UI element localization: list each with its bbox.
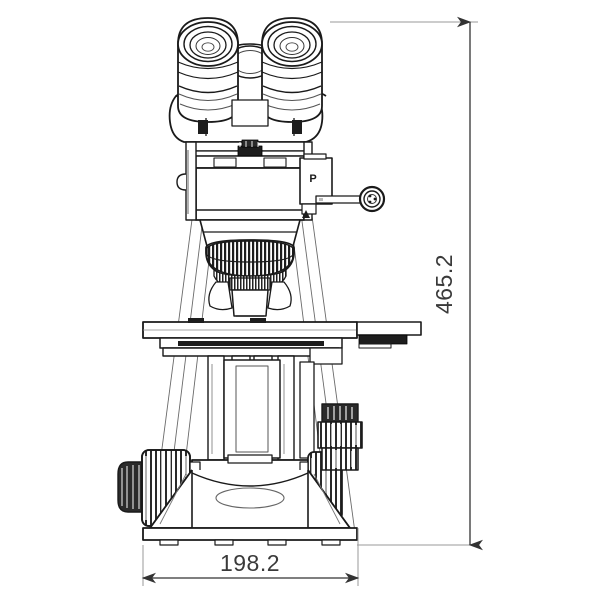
width-dimension: 198.2 bbox=[141, 550, 360, 584]
nosepiece bbox=[205, 239, 295, 317]
base bbox=[142, 469, 358, 546]
left-eyepiece bbox=[177, 17, 239, 123]
condenser-assembly bbox=[207, 355, 315, 461]
port-label: P bbox=[309, 173, 316, 185]
objective-lens bbox=[231, 289, 269, 317]
stage-x-y-knobs bbox=[317, 403, 363, 471]
mechanical-stage bbox=[142, 318, 422, 365]
right-eyepiece bbox=[261, 17, 323, 123]
width-dimension-label: 198.2 bbox=[220, 550, 280, 576]
extension-lines bbox=[142, 21, 478, 586]
height-dimension-label: 465.2 bbox=[431, 254, 457, 314]
height-dimension: 465.2 bbox=[431, 16, 483, 551]
port-rod-knob bbox=[315, 185, 386, 213]
